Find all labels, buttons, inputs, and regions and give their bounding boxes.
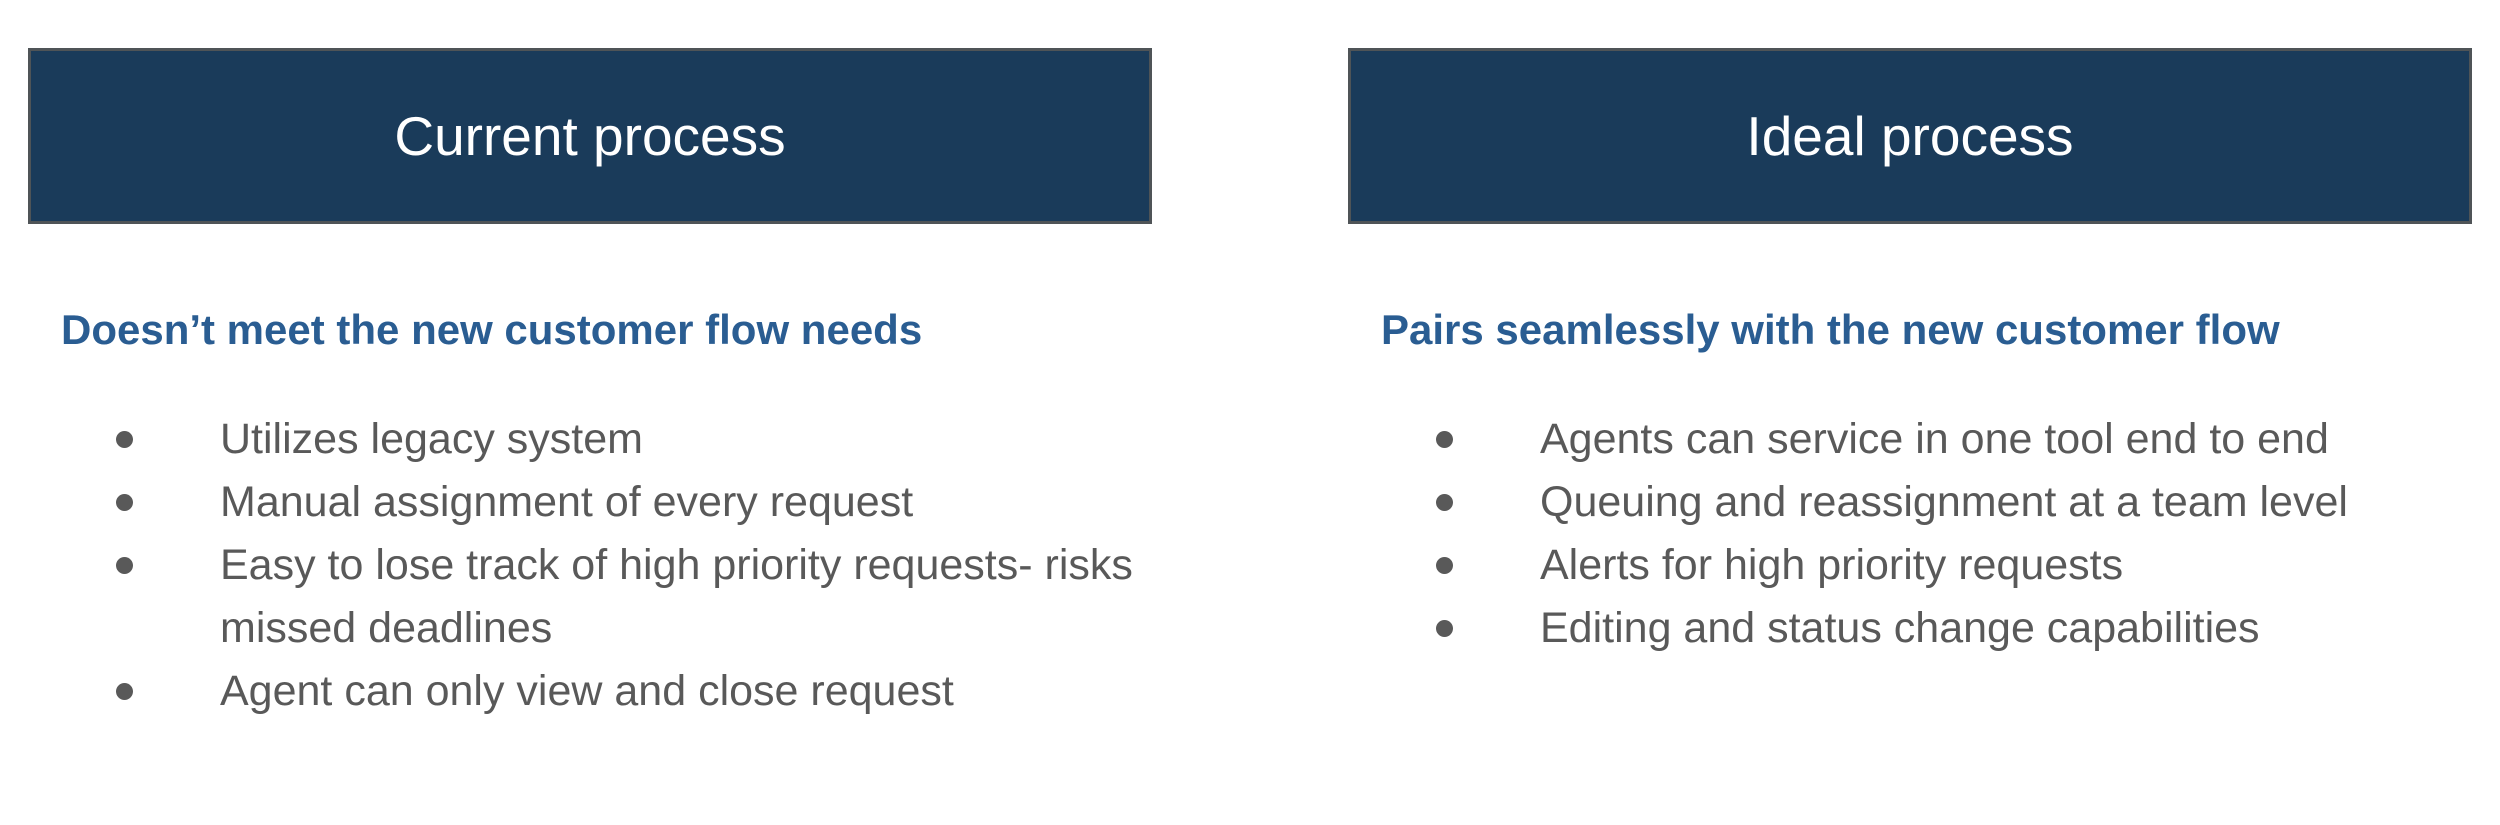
bullet-icon <box>116 683 133 700</box>
list-item: Alerts for high priority requests <box>1348 534 2480 597</box>
ideal-process-list: Agents can service in one tool end to en… <box>1348 408 2480 660</box>
list-item: Agent can only view and close request <box>28 660 1160 723</box>
current-process-list: Utilizes legacy system Manual assignment… <box>28 408 1160 723</box>
list-item: Manual assignment of every request <box>28 471 1160 534</box>
bullet-icon <box>1436 431 1453 448</box>
list-item-text: Agent can only view and close request <box>220 667 954 715</box>
ideal-process-header: Ideal process <box>1348 48 2472 224</box>
ideal-process-column: Ideal process Pairs seamlessly with the … <box>1348 48 2472 652</box>
list-item: Easy to lose track of high priority requ… <box>28 534 1160 660</box>
list-item-text: Editing and status change capabilities <box>1540 604 2260 652</box>
list-item-text: Easy to lose track of high priority requ… <box>220 541 1133 652</box>
list-item-text: Queuing and reassignment at a team level <box>1540 478 2348 526</box>
current-process-title: Current process <box>394 105 786 167</box>
list-item-text: Agents can service in one tool end to en… <box>1540 415 2329 463</box>
bullet-icon <box>116 494 133 511</box>
bullet-icon <box>1436 620 1453 637</box>
bullet-icon <box>116 557 133 574</box>
list-item-text: Alerts for high priority requests <box>1540 541 2124 589</box>
list-item-text: Utilizes legacy system <box>220 415 643 463</box>
bullet-icon <box>1436 557 1453 574</box>
list-item-text: Manual assignment of every request <box>220 478 914 526</box>
current-process-column: Current process Doesn’t meet the new cus… <box>28 48 1152 715</box>
current-process-header: Current process <box>28 48 1152 224</box>
ideal-process-title: Ideal process <box>1746 105 2074 167</box>
bullet-icon <box>116 431 133 448</box>
current-process-subtitle: Doesn’t meet the new customer flow needs <box>61 306 923 353</box>
bullet-icon <box>1436 494 1453 511</box>
list-item: Utilizes legacy system <box>28 408 1160 471</box>
list-item: Agents can service in one tool end to en… <box>1348 408 2480 471</box>
ideal-process-subtitle: Pairs seamlessly with the new customer f… <box>1381 306 2280 353</box>
list-item: Editing and status change capabilities <box>1348 597 2480 660</box>
list-item: Queuing and reassignment at a team level <box>1348 471 2480 534</box>
